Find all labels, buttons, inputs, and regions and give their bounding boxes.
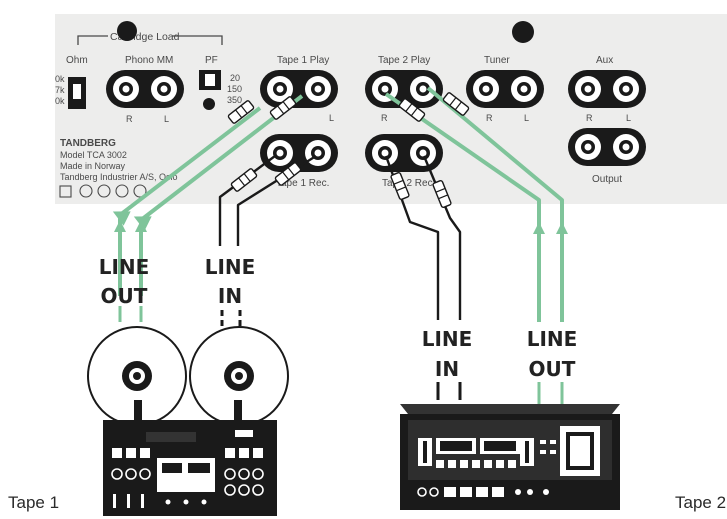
tape2-play-r-label: R <box>381 113 388 123</box>
tape2-line-out-label-1: LINE <box>527 327 578 351</box>
tuner-r-label: R <box>486 113 493 123</box>
tape1-line-in-label-1: LINE <box>205 255 256 279</box>
ohm-value-2: 7k <box>55 85 65 95</box>
tape1-play-l-label: L <box>329 113 334 123</box>
maker-label: Tandberg Industrier A/S, Oslo <box>60 172 178 182</box>
tape2-line-out-cables <box>384 86 564 322</box>
tape2-rec-label: Tape 2 Rec. <box>382 178 435 189</box>
tape1-line-in-label-2: IN <box>218 284 242 308</box>
output-label: Output <box>592 174 622 185</box>
tape2-cassette-deck <box>400 404 620 510</box>
phono-mm-label: Phono MM <box>125 55 173 66</box>
phono-r-label: R <box>126 114 133 124</box>
model-label: Model TCA 3002 <box>60 150 127 160</box>
phono-l-label: L <box>164 114 169 124</box>
tape2-line-in-label-1: LINE <box>422 327 473 351</box>
tape2-rec-jacks[interactable] <box>365 134 443 172</box>
certification-icons <box>59 184 147 198</box>
tape2-play-label: Tape 2 Play <box>378 55 430 66</box>
ohm-label: Ohm <box>66 55 88 66</box>
aux-label: Aux <box>596 55 613 66</box>
tape2-deck-connection-stubs <box>436 382 564 404</box>
aux-jacks[interactable] <box>568 70 646 108</box>
tape2-line-in-label-2: IN <box>435 357 459 381</box>
pf-value-3: 350 <box>227 95 242 105</box>
tuner-label: Tuner <box>484 55 510 66</box>
pf-value-1: 20 <box>230 73 240 83</box>
cartridge-load-bracket <box>77 35 223 45</box>
tape1-line-out-label-1: LINE <box>99 255 150 279</box>
ohm-value-1: 0k <box>55 74 65 84</box>
tape1-reel-deck <box>87 326 289 516</box>
tape1-deck-connection-stubs <box>118 306 242 330</box>
tuner-jacks[interactable] <box>466 70 544 108</box>
pf-label: PF <box>205 55 218 66</box>
tape1-play-label: Tape 1 Play <box>277 55 329 66</box>
output-jacks[interactable] <box>568 128 646 166</box>
ohm-value-3: 0k <box>55 96 65 106</box>
tape1-play-jacks[interactable] <box>260 70 338 108</box>
tuner-l-label: L <box>524 113 529 123</box>
tape1-line-out-label-2: OUT <box>101 284 148 308</box>
ground-terminal-icon <box>203 98 215 110</box>
top-right-knob-icon <box>512 21 534 43</box>
tape2-line-out-label-2: OUT <box>529 357 576 381</box>
phono-mm-jacks[interactable] <box>106 70 184 108</box>
aux-r-label: R <box>586 113 593 123</box>
brand-label: TANDBERG <box>60 138 116 149</box>
tape2-caption: Tape 2 <box>675 493 726 512</box>
grounding-knob-icon <box>117 21 137 41</box>
aux-l-label: L <box>626 113 631 123</box>
tape1-caption: Tape 1 <box>8 493 59 512</box>
made-in-label: Made in Norway <box>60 161 126 171</box>
pf-value-2: 150 <box>227 84 242 94</box>
tape1-rec-label: Tape 1 Rec. <box>276 178 329 189</box>
